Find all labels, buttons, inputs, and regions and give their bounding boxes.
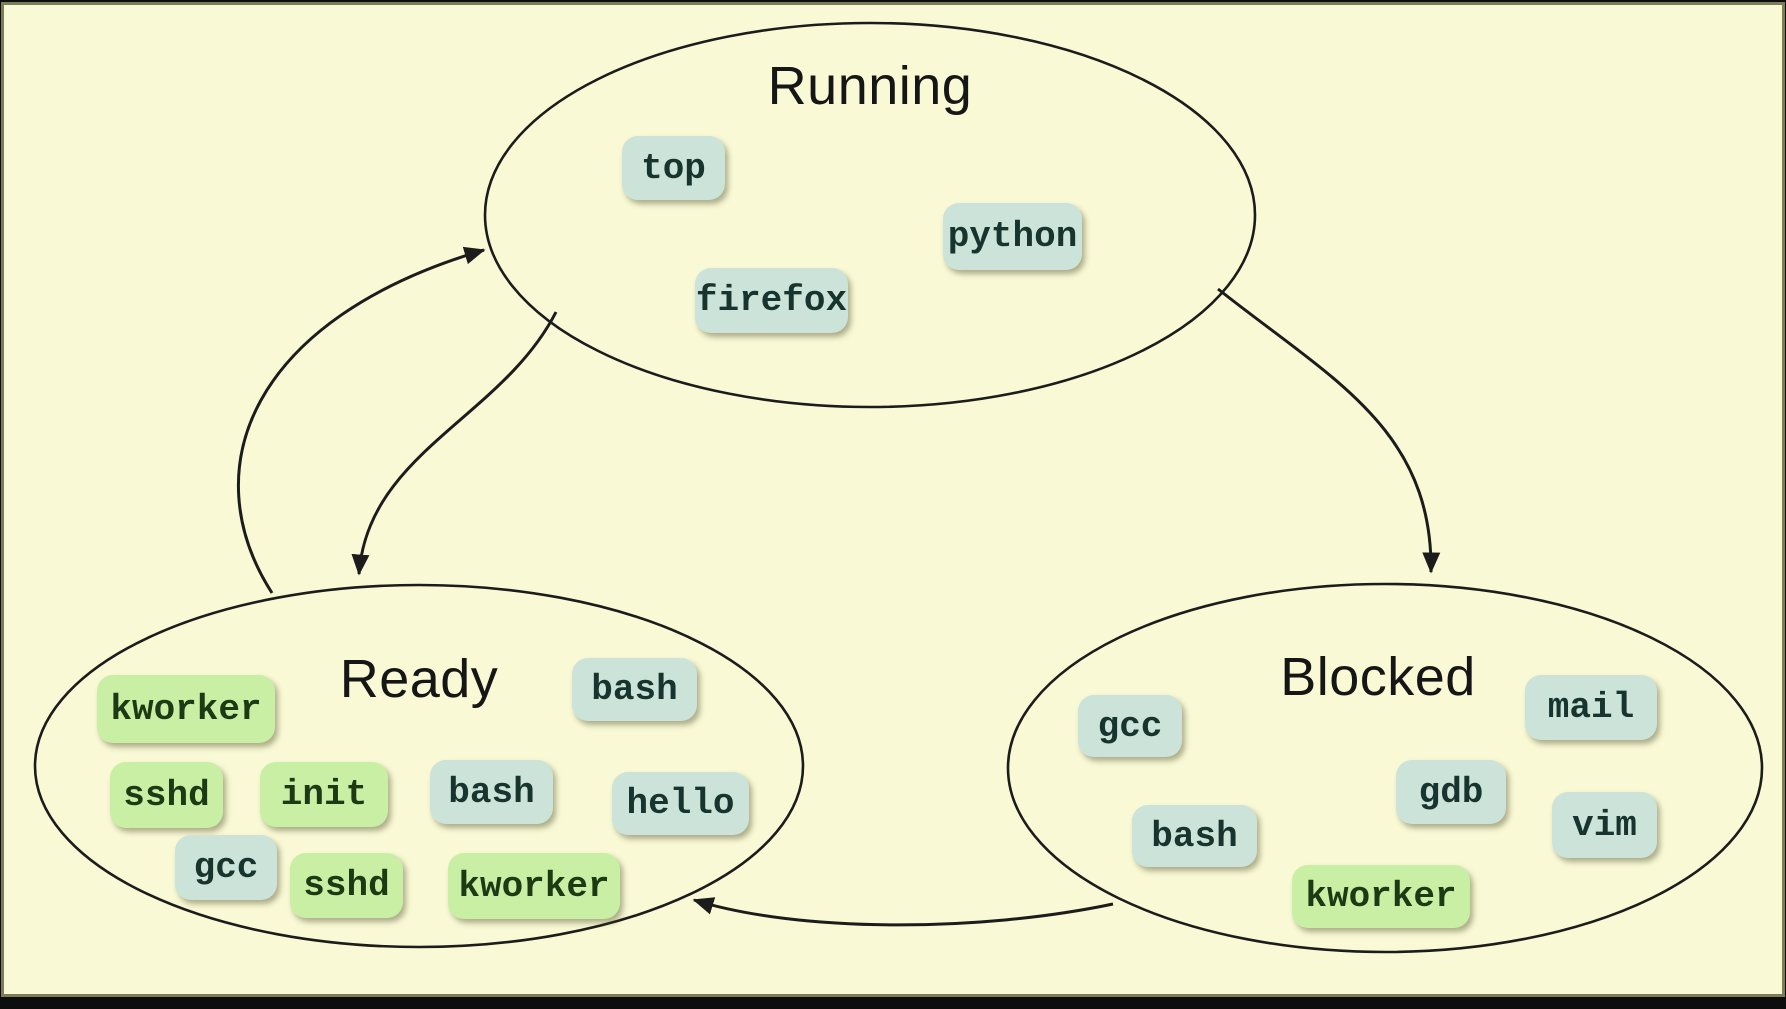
process-box-kworker: kworker — [448, 853, 620, 919]
process-box-vim: vim — [1552, 792, 1657, 858]
process-box-python: python — [943, 203, 1082, 270]
arrow-blocked-to-ready — [692, 897, 1114, 927]
process-box-init: init — [260, 762, 388, 827]
process-box-gcc: gcc — [175, 835, 277, 900]
process-box-hello: hello — [612, 772, 749, 835]
state-ellipse-blocked — [1006, 582, 1764, 954]
arrow-ready-to-running — [237, 246, 486, 594]
process-box-gdb: gdb — [1396, 760, 1506, 824]
process-box-gcc: gcc — [1078, 695, 1182, 757]
process-box-kworker: kworker — [97, 675, 275, 743]
process-box-bash: bash — [1132, 805, 1257, 867]
process-box-kworker: kworker — [1292, 865, 1470, 928]
arrow-running-to-blocked — [1217, 287, 1441, 574]
state-title-blocked: Blocked — [1280, 647, 1476, 707]
process-box-top: top — [622, 136, 725, 200]
state-ellipse-ready — [33, 583, 805, 949]
process-box-bash: bash — [430, 760, 553, 824]
process-box-sshd: sshd — [110, 762, 223, 828]
process-box-sshd: sshd — [290, 853, 403, 918]
state-title-ready: Ready — [339, 649, 499, 709]
arrow-running-to-ready — [351, 311, 558, 576]
process-box-bash: bash — [572, 658, 697, 721]
state-title-running: Running — [767, 56, 973, 116]
state-ellipse-running — [483, 21, 1257, 409]
process-box-mail: mail — [1525, 675, 1657, 740]
process-box-firefox: firefox — [695, 268, 848, 333]
